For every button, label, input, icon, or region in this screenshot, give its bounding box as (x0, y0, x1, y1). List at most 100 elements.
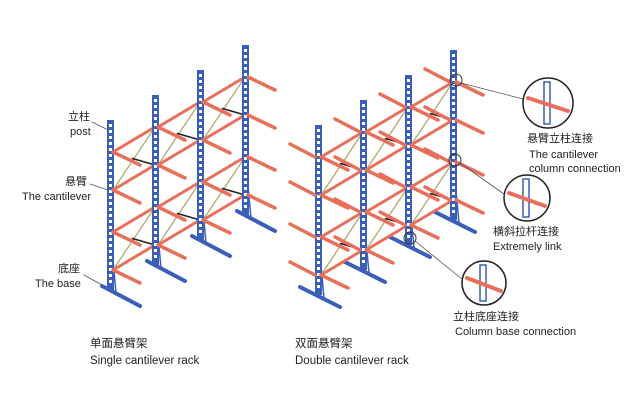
cantilever-arm (454, 160, 485, 177)
cantilever-arm (333, 117, 362, 134)
post-slot (154, 171, 157, 174)
post-slot (362, 236, 365, 239)
cantilever-arm (333, 155, 362, 172)
post-slot (154, 105, 157, 108)
horizontal-brace (409, 198, 455, 227)
base-foot (298, 285, 342, 309)
horizontal-brace (111, 163, 157, 192)
post-slot (154, 141, 157, 144)
cantilever-arm (319, 235, 350, 252)
post-slot (362, 254, 365, 257)
post-slot (244, 91, 247, 94)
post-slot (154, 225, 157, 228)
post-slot (244, 121, 247, 124)
post-slot (244, 97, 247, 100)
post-slot (244, 133, 247, 136)
post-slot (317, 147, 320, 150)
post-slot (452, 132, 455, 135)
post-slot (199, 152, 202, 155)
post-slot (199, 74, 202, 77)
post-slot (362, 248, 365, 251)
post-slot (154, 249, 157, 252)
cantilever-arm (409, 105, 440, 122)
cantilever-arm (156, 205, 187, 222)
post-slot (154, 207, 157, 210)
cantilever-arm (111, 268, 142, 285)
post-slot (109, 262, 112, 265)
post-slot (362, 104, 365, 107)
post-slot (199, 182, 202, 185)
post-slot (452, 108, 455, 111)
post-slot (317, 195, 320, 198)
horizontal-brace (319, 248, 365, 277)
tie-bar (176, 212, 201, 221)
post-slot (452, 156, 455, 159)
cantilever-arm (156, 163, 187, 180)
post-slot (244, 145, 247, 148)
cantilever-arm (454, 118, 485, 135)
cantilever-arm (201, 138, 232, 155)
post-slot (199, 98, 202, 101)
cantilever-arm (246, 155, 277, 172)
horizontal-brace (409, 80, 455, 109)
post-slot (109, 172, 112, 175)
cantilever-arm (111, 188, 142, 205)
post-slot (452, 72, 455, 75)
cantilever-arm (364, 248, 395, 265)
base-foot (433, 210, 477, 234)
post-slot (407, 193, 410, 196)
post-slot (452, 66, 455, 69)
cantilever-arm (364, 210, 395, 227)
post-slot (244, 193, 247, 196)
post-slot (362, 170, 365, 173)
caption-single-zh: 单面悬臂架 (90, 338, 148, 350)
horizontal-brace (319, 210, 365, 239)
post-slot (317, 183, 320, 186)
post-slot (199, 200, 202, 203)
post-slot (407, 139, 410, 142)
post-slot (362, 194, 365, 197)
post-slot (244, 139, 247, 142)
post-slot (452, 186, 455, 189)
detail-link-zh: 横斜拉杆连接 (493, 226, 559, 238)
leader-cantilever (89, 183, 109, 191)
cantilever-arm (246, 193, 277, 210)
post-slot (407, 91, 410, 94)
horizontal-brace (319, 168, 365, 197)
post-slot (199, 218, 202, 221)
post-slot (154, 99, 157, 102)
post-slot (452, 78, 455, 81)
post-slot (244, 103, 247, 106)
post-slot (199, 176, 202, 179)
detail-link-marker (448, 153, 462, 167)
cantilever-arm (364, 168, 395, 185)
cantilever-arm (111, 230, 142, 247)
post-slot (407, 205, 410, 208)
post-slot (244, 67, 247, 70)
post-slot (109, 250, 112, 253)
detail-cantilever-column-en2: column connection (529, 163, 621, 175)
post-slot (317, 129, 320, 132)
post-slot (362, 116, 365, 119)
post-slot (244, 205, 247, 208)
post-slot (244, 181, 247, 184)
post-slot (154, 195, 157, 198)
post-slot (407, 127, 410, 130)
post-slot (244, 169, 247, 172)
cantilever-arm (288, 222, 317, 239)
post-slot (109, 136, 112, 139)
post-slot (154, 177, 157, 180)
horizontal-brace (409, 160, 455, 189)
post-slot (362, 146, 365, 149)
post-slot (407, 151, 410, 154)
post-slot (407, 211, 410, 214)
post-slot (362, 230, 365, 233)
tie-bar (131, 157, 156, 166)
detail-cantilever-column-leader (460, 82, 524, 100)
post-slot (109, 154, 112, 157)
post-slot (199, 194, 202, 197)
post-slot (452, 198, 455, 201)
post-slot (452, 168, 455, 171)
cantilever-arm (201, 180, 232, 197)
horizontal-brace (156, 138, 202, 167)
